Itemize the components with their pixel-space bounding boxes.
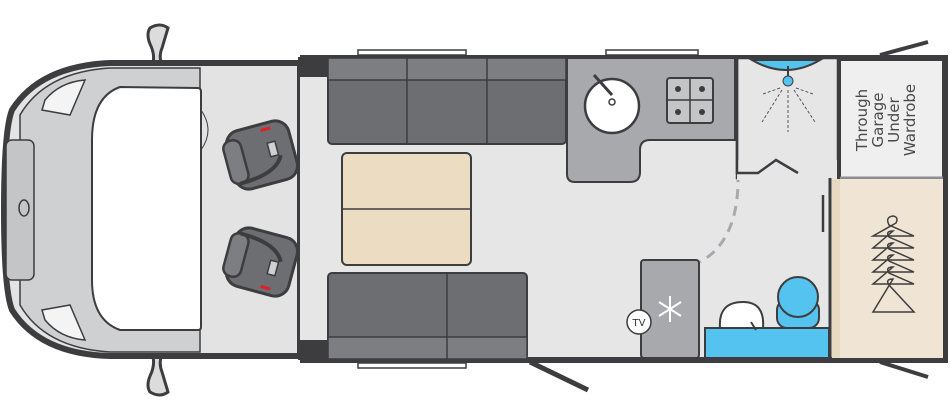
headlight-bottom [41, 304, 87, 341]
badge [18, 199, 30, 217]
grille [5, 139, 35, 281]
cab-mirror-top [146, 23, 170, 68]
window-top-2[interactable] [605, 49, 699, 56]
entrance-door[interactable] [528, 359, 590, 393]
fridge [640, 259, 700, 359]
toilet-icon [776, 276, 820, 329]
cab-seat-passenger [222, 226, 300, 298]
shower-tray [748, 59, 824, 71]
tv-icon: TV [626, 309, 652, 335]
wall-block-top [298, 57, 328, 77]
rear-door-top[interactable] [879, 40, 929, 57]
front-sofa [327, 57, 567, 145]
garage-label-line3: Under [885, 96, 903, 142]
kitchen-counter [566, 57, 736, 183]
tv-label: TV [632, 318, 646, 329]
garage-label-line1: Through [853, 89, 871, 152]
steering-wheel [200, 109, 209, 151]
seatbelt-icon [266, 140, 280, 158]
shower-room [735, 56, 840, 180]
cab-seat-driver [222, 119, 300, 191]
window-top-1[interactable] [357, 49, 467, 56]
wardrobe [832, 179, 943, 358]
shower-head-icon [761, 66, 816, 132]
washroom [704, 178, 832, 360]
hanger-icon [870, 215, 916, 313]
rear-door-bottom[interactable] [879, 360, 929, 379]
garage-label-line4: Wardrobe [901, 84, 919, 156]
rear-sofa [327, 272, 528, 360]
seatbelt-icon [266, 259, 280, 277]
garage-label-line2: Garage [869, 93, 887, 148]
window-bottom-1[interactable] [357, 362, 467, 369]
snowflake-icon [658, 296, 682, 322]
cab [0, 23, 303, 397]
through-garage: Through Garage Under Wardrobe [839, 59, 944, 180]
hob-icon [666, 77, 714, 124]
vanity-unit [704, 327, 830, 359]
dinette-table [341, 152, 472, 266]
windscreen [91, 85, 202, 331]
sink-icon [583, 77, 641, 135]
wall-block-bottom [298, 340, 328, 360]
washbasin-icon [718, 300, 765, 329]
headlight-top [41, 79, 87, 116]
door-swing-arc [699, 171, 740, 264]
